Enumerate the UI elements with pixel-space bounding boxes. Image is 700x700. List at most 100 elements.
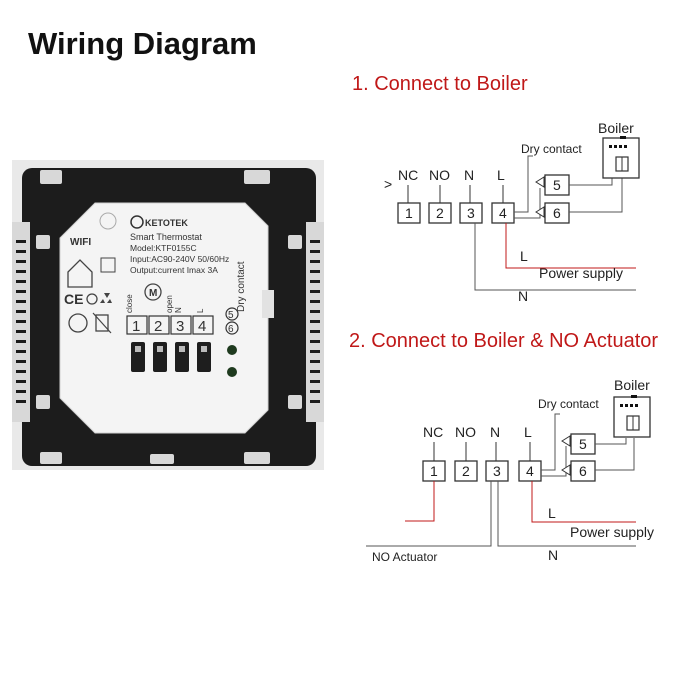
device-terminal-1: 1 — [132, 318, 140, 335]
device-product: Smart Thermostat — [130, 232, 202, 242]
s2-boiler-arrow-5 — [561, 435, 571, 447]
section2-title: 2. Connect to Boiler & NO Actuator — [349, 330, 659, 352]
s1-terminal-1: 1 — [405, 205, 413, 221]
device-terminal-box — [170, 315, 192, 335]
wifi-label: WIFI — [70, 237, 91, 248]
device-terminal-box — [148, 315, 170, 335]
s2-neutral-wire — [497, 481, 636, 547]
device-output: Output:current Imax 3A — [130, 265, 218, 275]
s2-boiler-wire-6 — [595, 438, 635, 471]
s1-label-n: N — [464, 167, 474, 183]
s1-drop-lines — [407, 185, 504, 203]
s2-boiler-dots-icon — [620, 404, 638, 407]
s2-boiler-terminal-5: 5 — [579, 436, 587, 452]
device-terminal-3: 3 — [176, 318, 184, 335]
s2-actuator-live-wire — [405, 481, 435, 522]
dry-contact-screw-5 — [227, 345, 237, 355]
status-square-icon — [100, 257, 116, 273]
s1-boiler-terminal-box-6 — [544, 202, 570, 224]
device-model: Model:KTF0155C — [130, 243, 197, 253]
s2-boiler-wire-5 — [595, 438, 627, 445]
motor-symbol-icon — [144, 283, 162, 301]
s2-label-nc: NC — [423, 424, 443, 440]
brand-logo-icon — [130, 215, 144, 229]
s1-boiler-label: Boiler — [598, 120, 634, 136]
label-l: L — [196, 308, 205, 313]
s2-drop-lines — [433, 442, 531, 461]
device-brand: KETOTEK — [145, 218, 188, 228]
vent-slots-left — [16, 240, 26, 403]
device-terminal-2: 2 — [154, 318, 162, 335]
s2-boiler-terminal-6: 6 — [579, 463, 587, 479]
s2-dry-contact-wire-a — [541, 413, 560, 471]
dry-contact-screw-6 — [227, 367, 237, 377]
label-open: open — [165, 295, 174, 313]
s1-boiler-dots-icon — [609, 145, 627, 148]
s2-label-n: N — [490, 424, 500, 440]
s1-terminal-4: 4 — [499, 205, 507, 221]
s1-neutral-wire — [474, 223, 636, 291]
s2-live-wire — [531, 481, 636, 523]
s1-boiler-wire-5 — [569, 178, 613, 186]
label-close: close — [125, 294, 134, 313]
s1-terminal-2: 2 — [436, 205, 444, 221]
label-n: N — [174, 307, 183, 313]
module-notch-right — [262, 290, 274, 318]
s2-no-actuator-label: NO Actuator — [372, 550, 437, 564]
device-terminal-5-ring — [225, 307, 239, 321]
s2-boiler-knob-icon — [631, 395, 637, 398]
device-terminal-6-ring — [225, 321, 239, 335]
ce-mark-icon: CE — [64, 291, 83, 307]
s1-terminal-3: 3 — [467, 205, 475, 221]
disposal-person-icon — [68, 313, 88, 333]
vent-slots-right — [310, 240, 320, 403]
s2-terminal-3: 3 — [493, 463, 501, 479]
s2-actuator-neutral-wire — [366, 481, 492, 547]
house-icon — [67, 259, 93, 288]
s2-label-l: L — [524, 424, 532, 440]
copyright-mark-icon — [86, 293, 98, 305]
section1-title: 1. Connect to Boiler — [352, 73, 528, 95]
s2-terminal-1: 1 — [430, 463, 438, 479]
device-terminal-box — [192, 315, 214, 335]
s2-terminal-2: 2 — [462, 463, 470, 479]
device-dry-contact: Dry contact — [236, 261, 247, 312]
weee-cross-icon — [92, 312, 112, 334]
s1-label-l: L — [497, 167, 505, 183]
s1-l-label: L — [520, 248, 528, 264]
device-input: Input:AC90-240V 50/60Hz — [130, 254, 229, 264]
s2-label-no: NO — [455, 424, 476, 440]
device-terminal-row — [126, 315, 214, 335]
recycle-icon — [100, 293, 112, 303]
s2-terminal-boxes — [422, 460, 542, 482]
s1-boiler-terminal-5: 5 — [553, 177, 561, 193]
s2-boiler-terminal-box-6 — [570, 460, 596, 482]
device-terminal-5: 5 — [228, 310, 234, 321]
device-terminal-box — [126, 315, 148, 335]
s1-boiler-terminal-6: 6 — [553, 205, 561, 221]
s1-terminal-boxes — [397, 202, 515, 224]
s2-dry-contact-label: Dry contact — [538, 397, 599, 411]
weee-trash-icon — [95, 314, 109, 332]
s2-terminal-4: 4 — [526, 463, 534, 479]
device-terminal-4: 4 — [198, 318, 206, 335]
s1-boiler-arrow-5 — [535, 176, 545, 188]
thermostat-module — [59, 202, 269, 434]
s2-boiler-arrow-6 — [561, 464, 571, 476]
s1-boiler-knob-icon — [620, 136, 626, 139]
s2-l-label: L — [548, 505, 556, 521]
s1-dry-contact-label: Dry contact — [521, 142, 582, 156]
s1-arrow-mark: > — [384, 176, 392, 192]
s2-boiler-label: Boiler — [614, 377, 650, 393]
s2-boiler-unit-icon — [613, 396, 651, 438]
s1-dry-contact-wire-b — [514, 188, 541, 219]
mounting-tabs — [36, 170, 302, 464]
s2-n-label: N — [548, 547, 558, 563]
screw-terminals — [131, 342, 211, 372]
s2-dry-contact-wire-b — [541, 446, 567, 477]
motor-symbol-m-icon: M — [149, 288, 157, 299]
s1-live-wire — [505, 223, 636, 269]
